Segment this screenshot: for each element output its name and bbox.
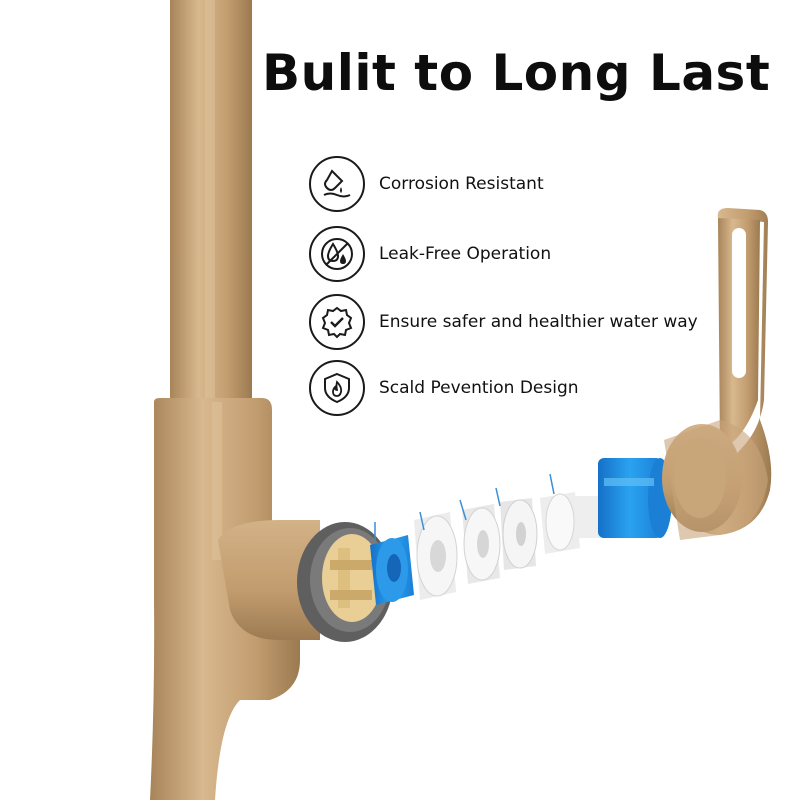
headline: Bulit to Long Last [262, 44, 771, 102]
ceramic-discs [414, 492, 608, 600]
shield-check-badge-icon [309, 294, 365, 350]
faucet-spout-neck [170, 0, 252, 420]
side-cap-assembly [297, 522, 393, 642]
flame-shield-icon [309, 360, 365, 416]
blue-gasket [370, 535, 414, 605]
corrosion-test-tube-icon [309, 156, 365, 212]
feature-corrosion-resistant: Corrosion Resistant [309, 154, 729, 214]
leak-free-drop-icon [309, 226, 365, 282]
feature-label: Corrosion Resistant [379, 174, 544, 194]
feature-label: Leak-Free Operation [379, 244, 552, 264]
feature-scald-prevention: Scald Pevention Design [309, 358, 729, 418]
lever-handle [662, 208, 772, 540]
blue-cartridge [598, 458, 672, 538]
callout-lines [374, 473, 555, 540]
faucet-body [150, 398, 320, 800]
feature-label: Scald Pevention Design [379, 378, 579, 398]
feature-leak-free: Leak-Free Operation [309, 224, 729, 284]
feature-label: Ensure safer and healthier water way [379, 312, 698, 332]
feature-safer-water: Ensure safer and healthier water way [309, 292, 729, 352]
